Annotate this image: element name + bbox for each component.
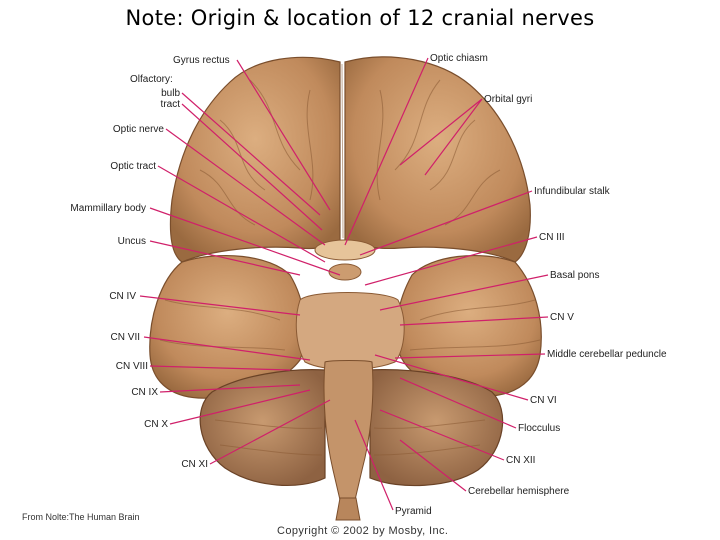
label-orbital-gyri: Orbital gyri	[484, 94, 532, 105]
leader-uncus	[149, 240, 301, 276]
leader-cn-xi	[209, 399, 331, 465]
mammillary-body-shape	[328, 263, 362, 281]
leader-olfactory-bulb	[181, 92, 321, 216]
label-mammillary-body: Mammillary body	[70, 203, 146, 214]
leader-cn-v	[399, 316, 549, 326]
leader-mammillary-body	[149, 207, 341, 276]
leader-gyrus-rectus	[236, 59, 331, 211]
medulla	[323, 360, 374, 501]
leader-cerebellar-hemisphere	[399, 439, 467, 492]
label-optic-tract: Optic tract	[110, 161, 156, 172]
label-cn-viii: CN VIII	[116, 361, 148, 372]
gyri-texture	[159, 63, 541, 456]
label-olfactory: Olfactory:	[130, 74, 173, 85]
label-cn-v: CN V	[550, 312, 574, 323]
label-olfactory-tract: tract	[161, 99, 181, 110]
labels: Gyrus rectus Olfactory: bulb tract Optic…	[70, 53, 667, 517]
leader-pyramid	[354, 419, 394, 511]
label-flocculus: Flocculus	[518, 423, 560, 434]
leader-orbital-gyri-2	[424, 98, 483, 176]
page-title: Note: Origin & location of 12 cranial ne…	[125, 6, 595, 30]
leader-infundibular-stalk	[359, 190, 533, 256]
left-cerebellar-hemisphere	[199, 369, 326, 486]
label-cerebellar-hemisphere: Cerebellar hemisphere	[468, 486, 570, 497]
leader-basal-pons	[379, 274, 549, 311]
label-cn-x: CN X	[144, 419, 168, 430]
leader-olfactory-tract	[181, 103, 323, 231]
source-credit: From Nolte:The Human Brain	[22, 512, 140, 522]
brain-image	[149, 56, 542, 521]
leader-cn-viii	[149, 365, 291, 371]
copyright-notice: Copyright © 2002 by Mosby, Inc.	[277, 525, 449, 537]
leader-cn-vii	[143, 336, 311, 361]
label-cn-ix: CN IX	[131, 387, 158, 398]
spinal-cord	[335, 497, 361, 521]
label-basal-pons: Basal pons	[550, 270, 599, 281]
label-pyramid: Pyramid	[395, 506, 432, 517]
leader-optic-chiasm	[344, 57, 429, 246]
label-cn-iv: CN IV	[109, 291, 136, 302]
leader-lines	[139, 57, 549, 511]
optic-chiasm-shape	[314, 239, 376, 261]
leader-cn-iv	[139, 295, 301, 316]
leader-optic-tract	[157, 165, 326, 263]
leader-cn-iii	[364, 236, 538, 286]
label-cn-iii: CN III	[539, 232, 565, 243]
label-cn-xii: CN XII	[506, 455, 535, 466]
right-frontal-lobe	[344, 56, 531, 263]
left-frontal-lobe	[169, 56, 341, 263]
leader-optic-nerve	[165, 128, 326, 246]
label-cn-vii: CN VII	[111, 332, 140, 343]
label-uncus: Uncus	[118, 236, 146, 247]
leader-flocculus	[399, 377, 517, 429]
label-cn-xi: CN XI	[181, 459, 208, 470]
label-olfactory-bulb: bulb	[161, 88, 180, 99]
label-gyrus-rectus: Gyrus rectus	[173, 55, 230, 66]
label-cn-vi: CN VI	[530, 395, 557, 406]
leader-cn-x	[169, 389, 311, 425]
right-cerebellar-hemisphere	[369, 369, 504, 487]
leader-cn-vi	[374, 354, 529, 401]
label-optic-nerve: Optic nerve	[113, 124, 165, 135]
label-optic-chiasm: Optic chiasm	[430, 53, 488, 64]
pons	[295, 292, 405, 370]
leader-cn-xii	[379, 409, 505, 461]
leader-middle-cerebellar-peduncle	[394, 353, 546, 359]
label-middle-cerebellar-peduncle: Middle cerebellar peduncle	[547, 349, 667, 360]
leader-cn-ix	[159, 384, 301, 393]
leader-orbital-gyri	[399, 98, 483, 166]
label-infundibular-stalk: Infundibular stalk	[534, 186, 611, 197]
